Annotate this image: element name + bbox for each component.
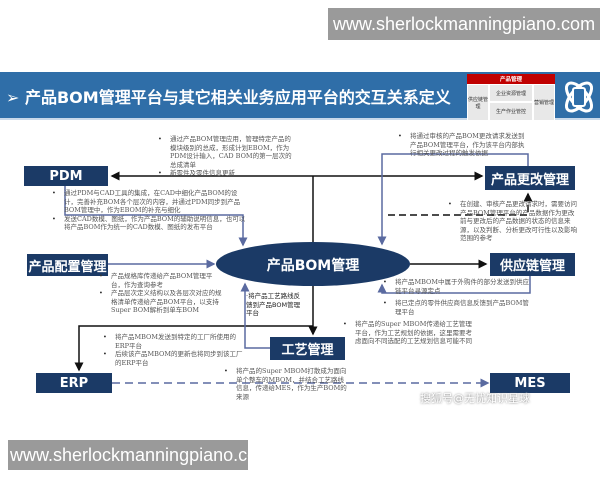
atom-phone-icon: [564, 81, 594, 113]
note-process-feedback: ·将产品工艺路线反馈到产品BOM管理平台: [246, 292, 301, 317]
note-config: 产品规格库传递给产品BOM管理平台，作为查询参考 产品层次定义结构以及各层次对应…: [99, 272, 223, 315]
node-config: 产品配置管理: [27, 254, 108, 276]
note-item: 将产品MBOM中属于外购件的部分发送到供应链平台寻源定点: [383, 278, 535, 295]
page-title: ➢ 产品BOM管理平台与其它相关业务应用平台的交互关系定义: [6, 88, 451, 107]
mini-center-top: 企业资源管理: [489, 84, 533, 102]
node-mes: MES: [490, 373, 570, 393]
mini-right: 营销管理: [533, 84, 555, 121]
note-process-input: 将产品的Super MBOM传递给工艺管理平台，作为工艺规划的依据，这里需要考虑…: [343, 320, 475, 346]
note-erp: 将产品MBOM发送到特定的工厂所使用的ERP平台 后续该产品MBOM的更新也将同…: [103, 333, 245, 367]
note-item: 在创建、审核产品更改请求时，需要访问产品BOM管理平台的产品数据作为更改前与更改…: [448, 200, 580, 243]
node-supply: 供应链管理: [490, 253, 575, 276]
line-process-to-center: [240, 282, 270, 349]
note-item: 将产品的Super MBOM传递给工艺管理平台，作为工艺规划的依据，这里需要考虑…: [343, 320, 475, 346]
note-item: 新零件及零件信息更新: [158, 169, 292, 178]
center-ellipse: [216, 242, 410, 286]
note-pdm-input: 通过产品BOM管理应用，管理特定产品的模块级别的总成，形成计划EBOM，作为PD…: [158, 135, 292, 178]
line-to-erp: [74, 325, 313, 372]
note-item: 将通过审核的产品BOM更改请求发送到产品BOM管理平台，作为该平台内部执行相关更…: [398, 132, 528, 158]
note-mes: 将产品的Super MBOM打散成为面向单个整车的MBOM，并结合工艺路线信息，…: [224, 367, 348, 401]
node-pdm: PDM: [24, 166, 108, 186]
watermark-top: www.sherlockmanningpiano.com: [328, 8, 600, 40]
mini-left: 供应链管理: [467, 84, 489, 121]
note-item: 产品规格库传递给产品BOM管理平台，作为查询参考: [99, 272, 223, 289]
note-item: 发送CAD数模、图纸，作为产品BOM的辅助说明信息，也可以将产品BOM作为统一的…: [52, 215, 249, 232]
note-pdm-cad: 通过PDM与CAD工具的集成，在CAD中细化产品BOM的设计，完善补充BOM各个…: [52, 189, 249, 232]
node-erp: ERP: [36, 373, 112, 393]
mini-center-bottom: 生产作业管控: [489, 102, 533, 121]
node-change: 产品更改管理: [485, 166, 575, 190]
note-supply-send: 将产品MBOM中属于外购件的部分发送到供应链平台寻源定点: [383, 278, 535, 295]
note-change-request: 将通过审核的产品BOM更改请求发送到产品BOM管理平台，作为该平台内部执行相关更…: [398, 132, 528, 158]
center-node-label: 产品BOM管理: [266, 258, 360, 274]
note-item: 将产品的Super MBOM打散成为面向单个整车的MBOM，并结合工艺路线信息，…: [224, 367, 348, 401]
note-change-access: 在创建、审核产品更改请求时，需要访问产品BOM管理平台的产品数据作为更改前与更改…: [448, 200, 580, 243]
note-item: 将产品MBOM发送到特定的工厂所使用的ERP平台: [103, 333, 245, 350]
node-process: 工艺管理: [270, 337, 345, 360]
mini-diagram: 产品管理 供应链管理 企业资源管理 生产作业管控 营销管理: [467, 74, 555, 121]
note-item: 后续该产品MBOM的更新也将同步到该工厂的ERP平台: [103, 350, 245, 367]
note-supply-feedback: 将已定点的零件供应商信息反馈到产品BOM管理平台: [383, 299, 530, 316]
note-item: 将已定点的零件供应商信息反馈到产品BOM管理平台: [383, 299, 530, 316]
watermark-bottom: www.sherlockmanningpiano.com: [8, 440, 272, 470]
note-item: 通过PDM与CAD工具的集成，在CAD中细化产品BOM的设计，完善补充BOM各个…: [52, 189, 249, 215]
note-item: 通过产品BOM管理应用，管理特定产品的模块级别的总成，形成计划EBOM，作为PD…: [158, 135, 292, 169]
mini-header: 产品管理: [467, 74, 555, 84]
note-item: 产品层次定义结构以及各层次对应的规格清单传递给产品BOM平台，以支持Super …: [99, 289, 223, 315]
watermark-sohu: 搜狐号@无忧知识星球: [420, 392, 530, 405]
